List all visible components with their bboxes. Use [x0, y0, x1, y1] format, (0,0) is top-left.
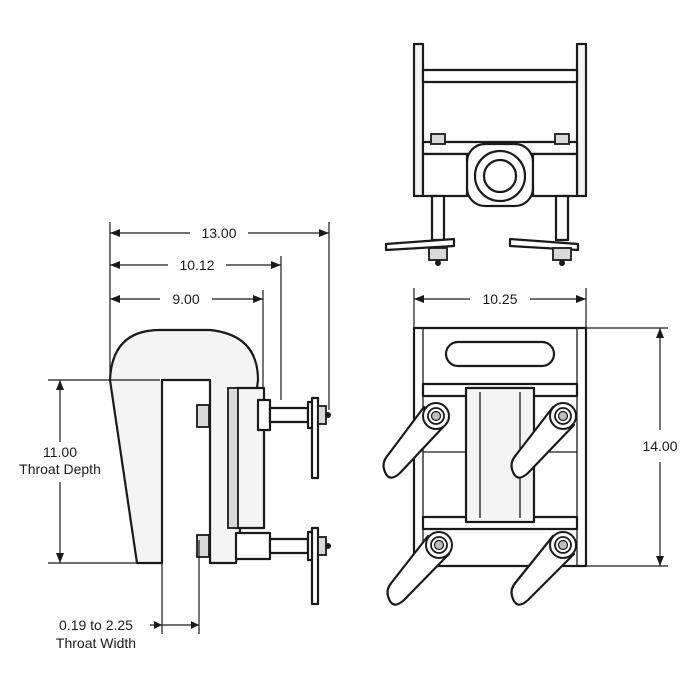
dim-throat-width-label: Throat Width: [56, 635, 136, 651]
front-handle-bottom-left: [386, 531, 453, 606]
front-handle-top-left: [382, 402, 450, 479]
dim-mid-length: 10.12: [179, 257, 214, 273]
top-block-right: [531, 152, 579, 198]
lower-screw-assembly: [196, 526, 331, 606]
top-screw-left: [430, 194, 446, 242]
top-nut-left: [428, 247, 448, 261]
top-right-rail: [575, 42, 588, 198]
front-handle-bottom-right: [510, 531, 577, 606]
side-view: [108, 328, 331, 606]
top-handle-left: [384, 237, 456, 252]
top-screw-tip-right: [559, 260, 565, 266]
top-bolt-head-right: [554, 133, 570, 145]
upper-collar: [256, 398, 272, 432]
front-top-slot: [444, 340, 556, 368]
top-screw-tip-left: [435, 260, 441, 266]
dim-overall-length: 13.00: [201, 225, 236, 241]
top-screw-right: [554, 194, 570, 242]
upper-screw-tip: [325, 412, 331, 418]
side-view-dimensions: 13.00 10.12 9.00 11.00 Throat Depth 0.19…: [19, 222, 330, 651]
upper-screw-assembly: [196, 396, 331, 480]
top-crossbar-upper: [421, 68, 579, 84]
front-knob-bottom-right: [549, 531, 577, 559]
top-block-left: [421, 152, 469, 198]
front-view: [382, 326, 588, 606]
front-knob-top-left: [422, 402, 450, 430]
dim-throat-width-value: 0.19 to 2.25: [59, 617, 133, 633]
top-view: [384, 42, 588, 266]
lower-collar: [234, 531, 272, 561]
lower-screw-tip: [325, 543, 331, 549]
upper-handle-lever: [310, 396, 320, 480]
lower-inner-nut: [196, 534, 210, 558]
lower-handle-lever: [310, 526, 320, 606]
lower-end-nut: [317, 536, 327, 556]
lower-shaft: [268, 537, 310, 555]
upper-shaft: [268, 406, 310, 424]
top-pipe-inner: [482, 158, 518, 194]
dim-throat-depth-value: 11.00: [43, 444, 77, 460]
front-handle-top-right: [510, 402, 577, 479]
front-view-dimensions: 10.25 14.00: [413, 288, 678, 567]
dim-top-width: 10.25: [482, 291, 517, 307]
top-bolt-head-left: [430, 133, 446, 145]
top-nut-right: [552, 247, 572, 261]
upper-end-nut: [317, 405, 327, 425]
block-plate: [227, 387, 239, 529]
dim-inner-length: 9.00: [172, 291, 199, 307]
upper-inner-nut: [196, 404, 210, 428]
top-left-rail: [412, 42, 425, 198]
clamp-body: [108, 328, 260, 565]
front-knob-top-right: [549, 402, 577, 430]
dim-throat-depth-label: Throat Depth: [19, 461, 101, 477]
front-knob-bottom-left: [425, 531, 453, 559]
dim-height: 14.00: [642, 438, 677, 454]
